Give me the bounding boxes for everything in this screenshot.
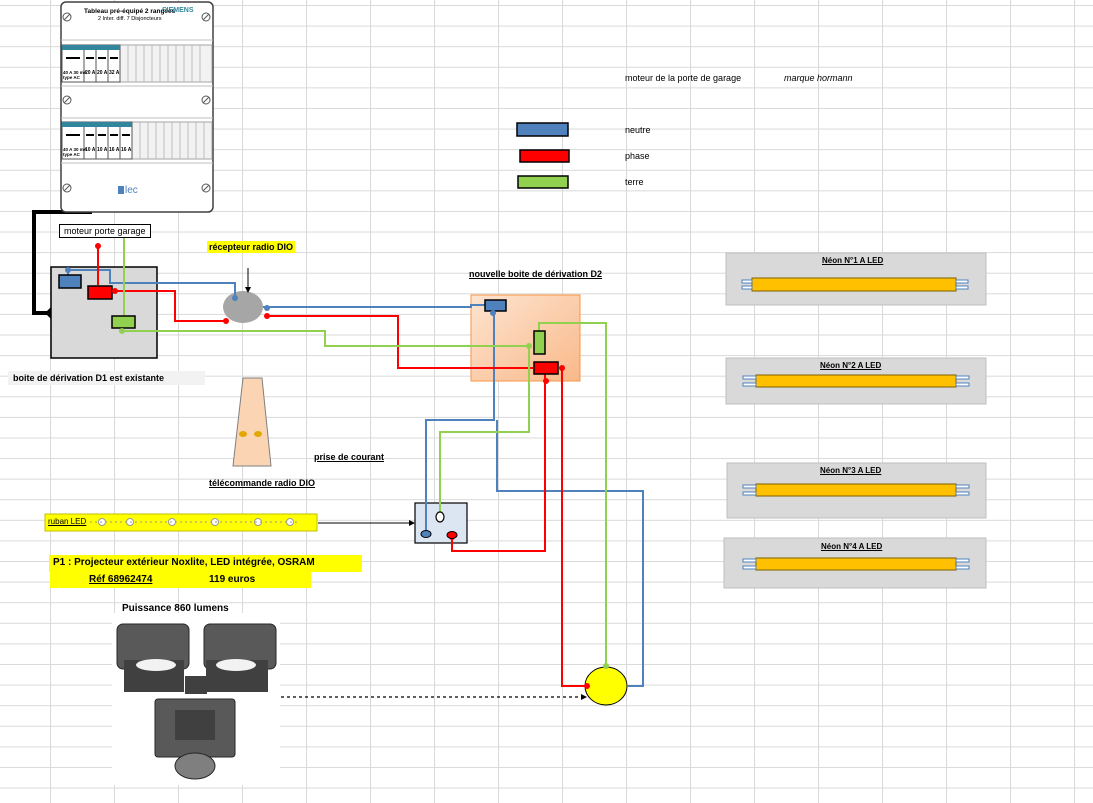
row2-breaker-1: 10 A xyxy=(85,147,96,153)
phase-wire-d2-socket xyxy=(451,370,546,552)
marque-label: marque hormann xyxy=(784,73,853,83)
row1-breaker-3: 32 A xyxy=(109,70,120,76)
boite-d2-label: nouvelle boite de dérivation D2 xyxy=(469,269,603,279)
terre-wire-d2-socket xyxy=(439,346,530,514)
recepteur-label: récepteur radio DIO xyxy=(207,241,296,253)
legend-label-neutre: neutre xyxy=(625,125,651,135)
row2-breaker-4: 16 A xyxy=(121,147,132,153)
neon-2-label: Néon N°2 A LED xyxy=(820,361,882,370)
neon-tube-2 xyxy=(755,374,957,388)
projector-title: P1 : Projecteur extérieur Noxlite, LED i… xyxy=(53,557,315,568)
legend-label-phase: phase xyxy=(625,151,650,161)
boite-d1-label: boite de dérivation D1 est existante xyxy=(8,371,205,385)
d2-terre-terminal xyxy=(533,330,546,355)
projector-title-bg xyxy=(49,555,362,572)
panel-subtitle: 2 Inter. diff. 7 Disjoncteurs xyxy=(98,16,162,22)
neon-tube-4 xyxy=(755,557,957,571)
phase-wire-recv-d2 xyxy=(267,315,534,369)
phase-wire-d1-recv xyxy=(115,290,225,322)
socket-hole-neutre xyxy=(420,530,432,538)
telecommande-label: télécommande radio DIO xyxy=(209,478,316,488)
row2-breaker-2: 10 A xyxy=(97,147,108,153)
projector-ref: Réf 68962474 xyxy=(89,574,153,585)
legend-swatch-phase xyxy=(519,149,570,163)
projector-power: Puissance 860 lumens xyxy=(122,603,229,614)
moteur-porte-label: moteur de la porte de garage xyxy=(625,73,742,83)
legend-swatch-neutre xyxy=(516,122,569,137)
d2-neutre-terminal xyxy=(484,299,507,312)
row1-breaker-1: 20 A xyxy=(85,70,96,76)
neon-panels xyxy=(723,252,987,589)
panel-title: Tableau pré-équipé 2 rangées xyxy=(84,8,176,15)
socket-hole-phase xyxy=(446,531,458,539)
row1-breaker-2: 20 A xyxy=(97,70,108,76)
ruban-label: ruban LED xyxy=(48,517,87,526)
electrical-panel xyxy=(60,1,214,213)
row2-breaker-3: 16 A xyxy=(109,147,120,153)
d1-phase-terminal xyxy=(87,285,113,300)
neon-3-label: Néon N°3 A LED xyxy=(820,466,882,475)
legend-swatch-terre xyxy=(517,175,569,189)
projector-image xyxy=(112,613,280,785)
remote-shape xyxy=(232,377,272,467)
d2-phase-terminal xyxy=(533,361,559,375)
panel-brand: SIEMENS xyxy=(162,7,194,14)
d1-terre-terminal xyxy=(111,315,136,329)
neutre-wire-d2-socket xyxy=(425,310,495,533)
neutre-wire-recv-d2 xyxy=(263,304,494,308)
d1-neutre-terminal xyxy=(58,274,82,289)
neon-4-label: Néon N°4 A LED xyxy=(821,542,883,551)
socket-hole-terre xyxy=(435,511,445,523)
remote-button-right xyxy=(254,431,262,437)
phase-wire-d2-lamp xyxy=(561,368,585,687)
prise-label: prise de courant xyxy=(314,452,385,462)
neutre-wire-d2-lamp xyxy=(496,420,644,687)
projector-ref-bg xyxy=(50,572,311,588)
terre-wire-d1-d2 xyxy=(122,330,529,347)
neon-tube-1 xyxy=(751,277,957,292)
receiver-shape xyxy=(223,291,263,323)
remote-button-left xyxy=(239,431,247,437)
legend-label-terre: terre xyxy=(625,177,644,187)
terre-wire-d2-lamp xyxy=(538,322,607,666)
moteur-box-label: moteur porte garage xyxy=(59,224,151,238)
neon-1-label: Néon N°1 A LED xyxy=(822,256,884,265)
lamp-shape xyxy=(584,666,628,706)
panel-logo: lec xyxy=(125,185,138,196)
projector-price: 119 euros xyxy=(209,574,256,585)
neon-tube-3 xyxy=(755,483,957,497)
